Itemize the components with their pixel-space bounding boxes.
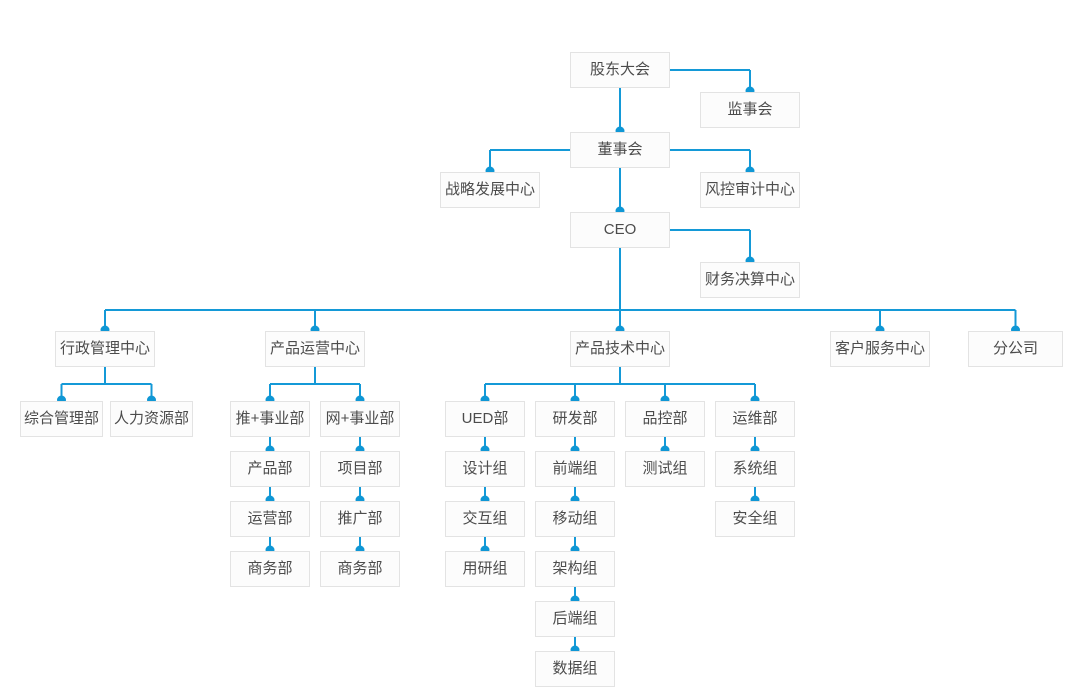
org-node-ued-dept: UED部 <box>445 401 525 437</box>
org-node-user-research-group: 用研组 <box>445 551 525 587</box>
org-node-data-group: 数据组 <box>535 651 615 687</box>
org-node-backend-group: 后端组 <box>535 601 615 637</box>
org-node-frontend-group: 前端组 <box>535 451 615 487</box>
org-node-general-admin-dept: 综合管理部 <box>20 401 103 437</box>
org-node-board-of-directors: 董事会 <box>570 132 670 168</box>
org-node-project-dept: 项目部 <box>320 451 400 487</box>
org-node-mobile-group: 移动组 <box>535 501 615 537</box>
org-node-testing-group: 测试组 <box>625 451 705 487</box>
org-node-architecture-group: 架构组 <box>535 551 615 587</box>
org-node-business-dept-wang: 商务部 <box>320 551 400 587</box>
org-node-product-dept: 产品部 <box>230 451 310 487</box>
org-node-om-dept: 运维部 <box>715 401 795 437</box>
org-node-interaction-group: 交互组 <box>445 501 525 537</box>
org-node-product-tech-center: 产品技术中心 <box>570 331 670 367</box>
org-node-strategy-center: 战略发展中心 <box>440 172 540 208</box>
org-node-hr-dept: 人力资源部 <box>110 401 193 437</box>
org-node-branch-company: 分公司 <box>968 331 1063 367</box>
org-node-risk-audit-center: 风控审计中心 <box>700 172 800 208</box>
org-node-security-group: 安全组 <box>715 501 795 537</box>
org-node-operations-dept: 运营部 <box>230 501 310 537</box>
org-node-ceo: CEO <box>570 212 670 248</box>
org-node-design-group: 设计组 <box>445 451 525 487</box>
org-node-customer-service-center: 客户服务中心 <box>830 331 930 367</box>
org-node-tui-business-unit: 推+事业部 <box>230 401 310 437</box>
org-node-rd-dept: 研发部 <box>535 401 615 437</box>
org-node-promotion-dept: 推广部 <box>320 501 400 537</box>
org-node-supervisory-board: 监事会 <box>700 92 800 128</box>
org-node-system-group: 系统组 <box>715 451 795 487</box>
org-node-admin-center: 行政管理中心 <box>55 331 155 367</box>
org-node-business-dept-tui: 商务部 <box>230 551 310 587</box>
org-node-wang-business-unit: 网+事业部 <box>320 401 400 437</box>
org-node-finance-center: 财务决算中心 <box>700 262 800 298</box>
org-node-shareholders-meeting: 股东大会 <box>570 52 670 88</box>
org-node-qc-dept: 品控部 <box>625 401 705 437</box>
org-node-product-ops-center: 产品运营中心 <box>265 331 365 367</box>
